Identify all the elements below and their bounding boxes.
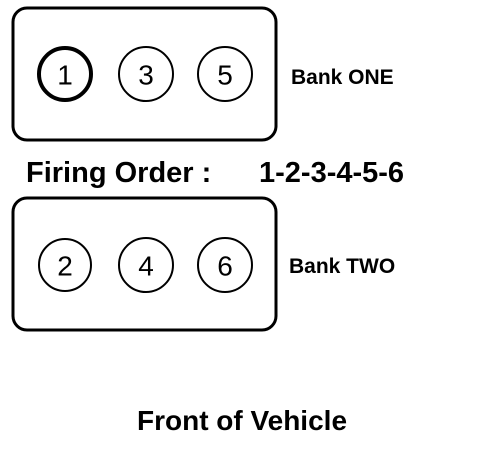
cylinder-3: 3	[118, 46, 174, 102]
firing-order-label: Firing Order :	[26, 157, 211, 189]
bank-two-label: Bank TWO	[289, 255, 395, 278]
bank-two: 2 4 6	[11, 196, 278, 332]
cylinder-4-label: 4	[138, 251, 154, 282]
cylinder-5-circle	[197, 46, 253, 102]
cylinder-3-circle	[118, 46, 174, 102]
cylinder-6-label: 6	[217, 251, 233, 282]
bank-one-box	[11, 6, 278, 142]
cylinder-1-circle	[37, 46, 93, 102]
firing-order-value: 1-2-3-4-5-6	[259, 157, 404, 189]
cylinder-3-label: 3	[138, 60, 154, 91]
cylinder-5-label: 5	[217, 60, 233, 91]
cylinder-2-label: 2	[57, 251, 73, 282]
cylinder-5: 5	[197, 46, 253, 102]
cylinder-4-circle	[118, 237, 174, 293]
cylinder-2: 2	[38, 238, 92, 292]
cylinder-1: 1	[37, 46, 93, 102]
cylinder-4: 4	[118, 237, 174, 293]
bank-one-label: Bank ONE	[291, 66, 394, 89]
cylinder-6: 6	[197, 237, 253, 293]
cylinder-2-circle	[38, 238, 92, 292]
bank-one: 1 3 5	[11, 6, 278, 142]
cylinder-1-label: 1	[57, 60, 73, 91]
front-of-vehicle-label: Front of Vehicle	[137, 405, 347, 436]
cylinder-6-circle	[197, 237, 253, 293]
bank-two-box	[11, 196, 278, 332]
